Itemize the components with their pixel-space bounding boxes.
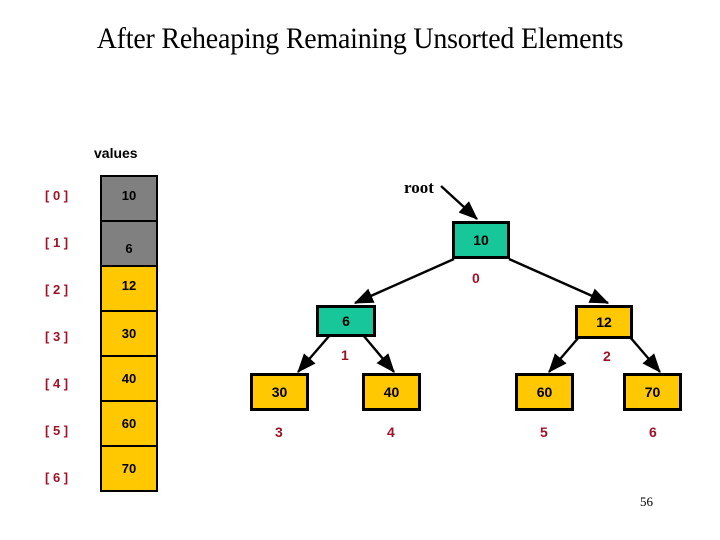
tree-node-index-n0: 0 (472, 270, 480, 286)
tree-node-index-n2: 2 (603, 348, 611, 364)
tree-node-value: 70 (644, 384, 661, 400)
edge-n0-n2 (508, 257, 610, 305)
tree-node-value: 40 (383, 384, 400, 400)
array-cell-value: 70 (121, 461, 137, 476)
array-cell-2[interactable]: 12 (100, 265, 158, 312)
tree-node-index-n3: 3 (275, 424, 283, 440)
tree-node-index-n4: 4 (387, 424, 395, 440)
array-cell-0[interactable]: 10 (100, 175, 158, 222)
tree-node-value: 12 (596, 314, 612, 330)
array-cell-value: 40 (121, 371, 137, 386)
tree-node-n6[interactable]: 70 (623, 373, 682, 411)
page-title: After Reheaping Remaining Unsorted Eleme… (96, 22, 624, 55)
tree-node-index-n5: 5 (540, 424, 548, 440)
tree-node-value: 6 (342, 313, 350, 329)
array-cell-3[interactable]: 30 (100, 310, 158, 357)
values-array: 10 6 12 30 40 60 70 (100, 175, 158, 492)
tree-node-value: 60 (536, 384, 553, 400)
array-cell-value: 60 (121, 416, 137, 431)
root-pointer-label: root (404, 178, 434, 197)
page-number: 56 (640, 494, 653, 509)
tree-node-value: 10 (473, 232, 489, 248)
tree-node-n0[interactable]: 10 (452, 221, 510, 259)
array-cell-4[interactable]: 40 (100, 355, 158, 402)
array-index-1: [ 1 ] (45, 235, 69, 250)
array-cell-1[interactable]: 6 (100, 220, 158, 267)
array-label-values: values (94, 145, 138, 161)
tree-node-index-n1: 1 (341, 347, 349, 363)
array-cell-5[interactable]: 60 (100, 400, 158, 447)
array-cell-value: 6 (125, 241, 133, 256)
array-cell-6[interactable]: 70 (100, 445, 158, 492)
tree-node-n4[interactable]: 40 (362, 373, 421, 411)
array-cell-value: 30 (121, 326, 137, 341)
array-index-5: [ 5 ] (45, 423, 69, 438)
array-index-4: [ 4 ] (45, 376, 69, 391)
edge-n1-n3 (297, 334, 331, 373)
array-index-2: [ 2 ] (45, 282, 69, 297)
tree-node-n2[interactable]: 12 (575, 305, 633, 339)
array-index-0: [ 0 ] (45, 188, 69, 203)
tree-node-n1[interactable]: 6 (316, 305, 376, 337)
tree-node-index-n6: 6 (649, 424, 657, 440)
array-cell-value: 10 (121, 188, 137, 203)
root-pointer-arrow (440, 185, 478, 220)
edge-n0-n1 (353, 257, 455, 305)
array-cell-value: 12 (121, 278, 137, 293)
tree-node-n5[interactable]: 60 (515, 373, 574, 411)
tree-node-n3[interactable]: 30 (250, 373, 309, 411)
array-index-6: [ 6 ] (45, 470, 69, 485)
tree-node-value: 30 (271, 384, 288, 400)
edge-n1-n4 (362, 334, 395, 373)
array-index-3: [ 3 ] (45, 329, 69, 344)
